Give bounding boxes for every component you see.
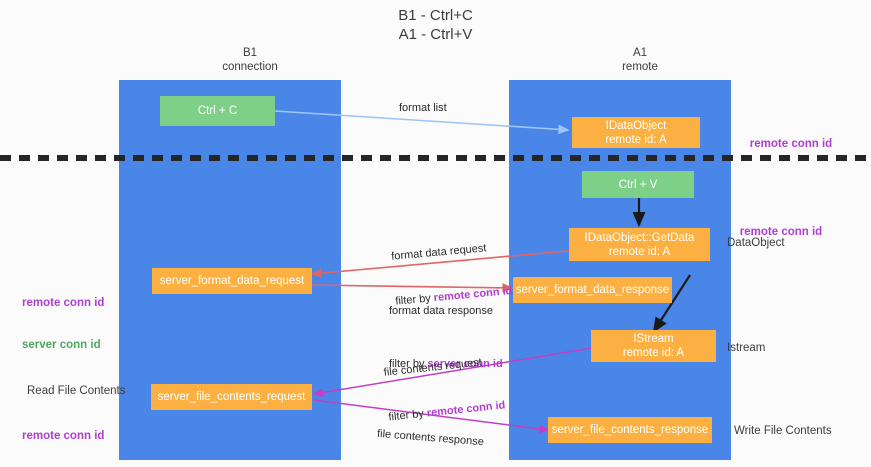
node-idataobject-getdata[interactable]: IDataObject::GetData remote id: A xyxy=(569,228,710,261)
annotation-server-conn-id: server conn id xyxy=(22,339,101,351)
filter-prefix: filter by xyxy=(389,358,428,370)
edge-label-format-list: format list xyxy=(399,102,447,114)
node-idataobject[interactable]: IDataObject remote id: A xyxy=(572,117,700,148)
edge-label-format-data-response: format data response filter by server co… xyxy=(389,274,503,402)
annotation-left-conn-ids-bottom: remote conn id server conn id xyxy=(22,401,104,467)
node-server-format-data-response[interactable]: server_format_data_response xyxy=(513,277,672,303)
annotation-right-dataobject: DataObject xyxy=(727,237,785,249)
edge-label-format-data-response-line1: format data response xyxy=(389,305,493,317)
edge-label-format-data-request-line1: format data request xyxy=(390,242,487,263)
filter-key-server-conn-id: server conn id xyxy=(427,358,503,370)
annotation-right-write-file-contents: Write File Contents xyxy=(734,425,832,437)
column-header-b1: B1 connection xyxy=(222,47,278,73)
edge-label-file-contents-response-line1: file contents response xyxy=(376,427,485,449)
annotation-text: remote conn id xyxy=(749,138,833,150)
node-istream[interactable]: IStream remote id: A xyxy=(591,330,716,362)
edge-label-format-data-response-line2: filter by server conn id xyxy=(389,357,503,372)
node-server-file-contents-request[interactable]: server_file_contents_request xyxy=(151,384,312,410)
annotation-right-remote-conn-id-mid: remote conn id xyxy=(727,211,822,253)
column-header-a1: A1 remote xyxy=(622,47,658,73)
annotation-right-remote-conn-id-top: remote conn id xyxy=(737,123,832,165)
annotation-text: remote conn id xyxy=(739,226,823,238)
edge-label-file-contents-response: file contents response filter by server … xyxy=(370,397,493,467)
annotation-remote-conn-id: remote conn id xyxy=(22,297,105,309)
annotation-remote-conn-id: remote conn id xyxy=(22,430,105,442)
annotation-left-read-file-contents: Read File Contents xyxy=(27,385,126,397)
node-server-file-contents-response[interactable]: server_file_contents_response xyxy=(548,417,712,443)
edge-label-file-contents-request-line1: file contents request xyxy=(383,356,483,379)
annotation-left-conn-ids-mid: remote conn id server conn id xyxy=(22,268,104,380)
node-ctrl-c[interactable]: Ctrl + C xyxy=(160,96,275,126)
annotation-right-istream: Istream xyxy=(727,342,766,354)
page-title: B1 - Ctrl+C A1 - Ctrl+V xyxy=(398,7,473,43)
phase-divider xyxy=(0,155,871,161)
node-ctrl-v[interactable]: Ctrl + V xyxy=(582,171,694,198)
node-server-format-data-request[interactable]: server_format_data_request xyxy=(152,268,312,294)
